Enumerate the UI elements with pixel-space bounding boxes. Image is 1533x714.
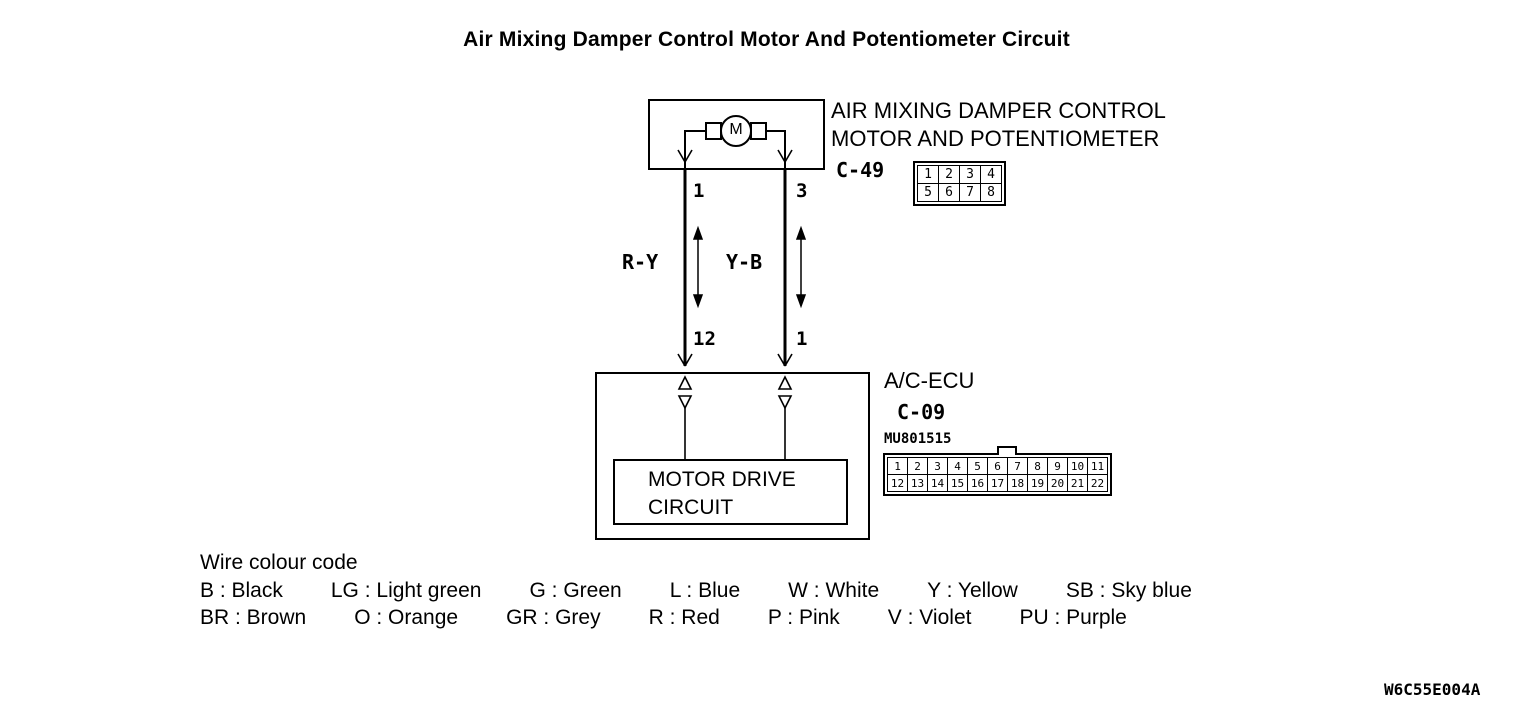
pin-cell: 1 bbox=[887, 457, 908, 475]
colour-code-entry: R : Red bbox=[648, 606, 720, 629]
colour-code-entry: W : White bbox=[788, 579, 880, 602]
motor-drive-circuit-block: MOTOR DRIVE CIRCUIT bbox=[613, 459, 848, 525]
colour-code-entry: GR : Grey bbox=[506, 606, 601, 629]
down-arrow-icon bbox=[677, 353, 793, 367]
motor-label-line2: MOTOR AND POTENTIOMETER bbox=[831, 126, 1160, 151]
connector-c49-pinout: 1 2 3 4 5 6 7 8 bbox=[913, 161, 1006, 206]
colour-code-entry: G : Green bbox=[529, 579, 622, 602]
pin-cell: 10 bbox=[1067, 457, 1088, 475]
motor-drive-circuit-label: MOTOR DRIVE CIRCUIT bbox=[615, 461, 846, 522]
wire-colour-code-row2: BR : Brown O : Orange GR : Grey R : Red … bbox=[200, 606, 1127, 630]
pin-cell: 17 bbox=[987, 474, 1008, 492]
motor-symbol-letter: M bbox=[729, 121, 743, 138]
c09-pin-row: 12 13 14 15 16 17 18 19 20 21 22 bbox=[887, 474, 1108, 492]
pin-cell: 6 bbox=[938, 183, 960, 202]
colour-code-entry: PU : Purple bbox=[1019, 606, 1127, 629]
wire-colour-code-row1: B : Black LG : Light green G : Green L :… bbox=[200, 579, 1192, 603]
page-title: Air Mixing Damper Control Motor And Pote… bbox=[463, 28, 1070, 51]
pin-cell: 9 bbox=[1047, 457, 1068, 475]
colour-code-entry: P : Pink bbox=[767, 606, 840, 629]
figure-code: W6C55E004A bbox=[1384, 680, 1481, 699]
pin-cell: 15 bbox=[947, 474, 968, 492]
colour-code-entry: O : Orange bbox=[354, 606, 459, 629]
pin-cell: 18 bbox=[1007, 474, 1028, 492]
wire-right-bottom-pin: 1 bbox=[796, 328, 808, 350]
connector-c09-id: C-09 bbox=[897, 400, 946, 424]
pin-cell: 20 bbox=[1047, 474, 1068, 492]
c49-pin-row: 5 6 7 8 bbox=[917, 183, 1002, 202]
pin-cell: 12 bbox=[887, 474, 908, 492]
wire-left-top-pin: 1 bbox=[693, 180, 705, 202]
pin-cell: 2 bbox=[907, 457, 928, 475]
connector-lock-tab-icon bbox=[997, 446, 1017, 455]
wire-right-colour-label: Y-B bbox=[726, 250, 763, 274]
connector-c09-part-no: MU801515 bbox=[884, 431, 952, 447]
wire-colour-code-heading: Wire colour code bbox=[200, 551, 358, 574]
wire-left-bottom-pin: 12 bbox=[693, 328, 716, 350]
pin-cell: 13 bbox=[907, 474, 928, 492]
pin-cell: 4 bbox=[947, 457, 968, 475]
colour-code-entry: B : Black bbox=[200, 579, 283, 602]
colour-code-entry: LG : Light green bbox=[330, 579, 482, 602]
ecu-label: A/C-ECU bbox=[884, 368, 975, 393]
pin-cell: 8 bbox=[1027, 457, 1048, 475]
pin-cell: 1 bbox=[917, 165, 939, 184]
colour-code-entry: Y : Yellow bbox=[927, 579, 1018, 602]
colour-code-entry: L : Blue bbox=[669, 579, 741, 602]
motor-drive-line2: CIRCUIT bbox=[648, 496, 734, 519]
wire-right-top-pin: 3 bbox=[796, 180, 808, 202]
pin-cell: 16 bbox=[967, 474, 988, 492]
colour-code-entry: V : Violet bbox=[887, 606, 972, 629]
pin-cell: 6 bbox=[987, 457, 1008, 475]
wire-left-colour-label: R-Y bbox=[622, 250, 659, 274]
pin-cell: 11 bbox=[1087, 457, 1108, 475]
pin-cell: 7 bbox=[1007, 457, 1028, 475]
pin-cell: 19 bbox=[1027, 474, 1048, 492]
c49-pin-row: 1 2 3 4 bbox=[917, 165, 1002, 184]
c09-pin-row: 1 2 3 4 5 6 7 8 9 10 11 bbox=[887, 457, 1108, 475]
pin-cell: 5 bbox=[967, 457, 988, 475]
pin-cell: 2 bbox=[938, 165, 960, 184]
colour-code-entry: SB : Sky blue bbox=[1065, 579, 1192, 602]
pin-cell: 7 bbox=[959, 183, 981, 202]
connector-c49-id: C-49 bbox=[836, 158, 885, 182]
pin-cell: 4 bbox=[980, 165, 1002, 184]
connector-c09-pinout: 1 2 3 4 5 6 7 8 9 10 11 12 13 14 15 16 1… bbox=[883, 446, 1112, 496]
pin-cell: 5 bbox=[917, 183, 939, 202]
pin-cell: 3 bbox=[959, 165, 981, 184]
pin-cell: 3 bbox=[927, 457, 948, 475]
motor-component-label: AIR MIXING DAMPER CONTROL MOTOR AND POTE… bbox=[831, 97, 1166, 153]
pin-cell: 22 bbox=[1087, 474, 1108, 492]
pin-cell: 14 bbox=[927, 474, 948, 492]
pin-cell: 21 bbox=[1067, 474, 1088, 492]
motor-label-line1: AIR MIXING DAMPER CONTROL bbox=[831, 98, 1166, 123]
motor-drive-line1: MOTOR DRIVE bbox=[648, 468, 796, 491]
pin-cell: 8 bbox=[980, 183, 1002, 202]
colour-code-entry: BR : Brown bbox=[200, 606, 307, 629]
